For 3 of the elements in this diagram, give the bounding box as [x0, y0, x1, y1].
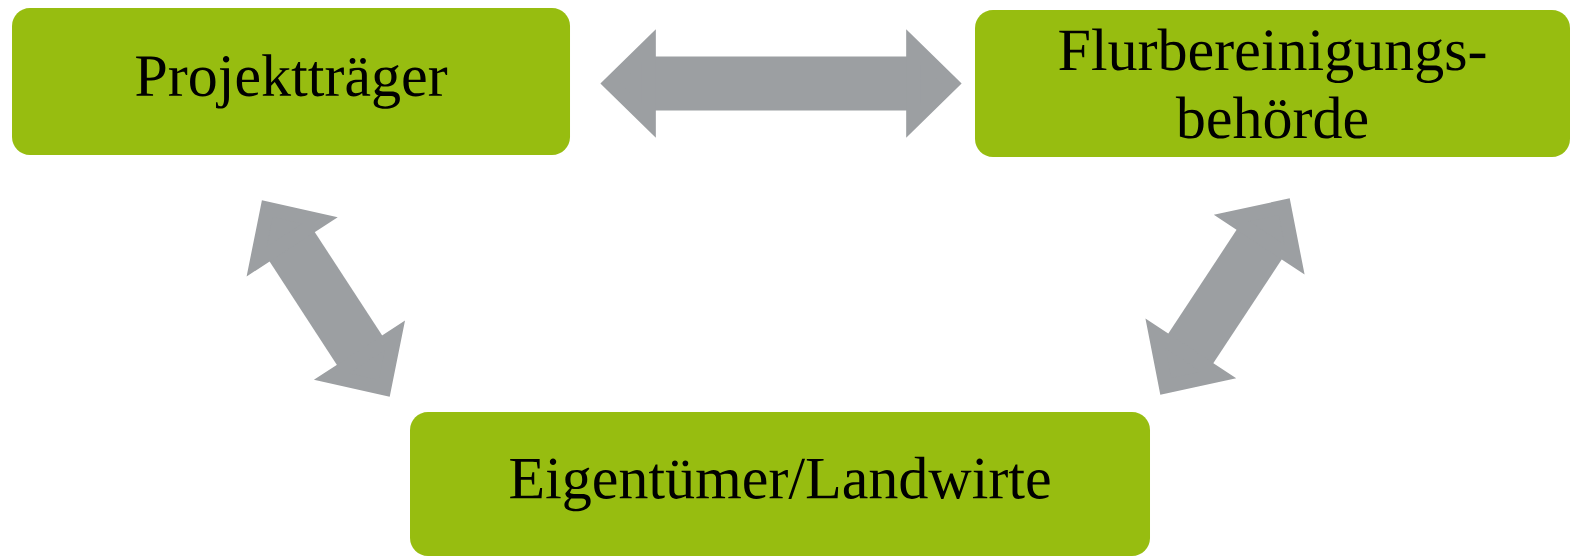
rounded-box: Flurbereinigungs- behörde [975, 10, 1570, 157]
rounded-box: Eigentümer/Landwirte [410, 412, 1150, 556]
rounded-box: Projektträger [12, 8, 570, 155]
